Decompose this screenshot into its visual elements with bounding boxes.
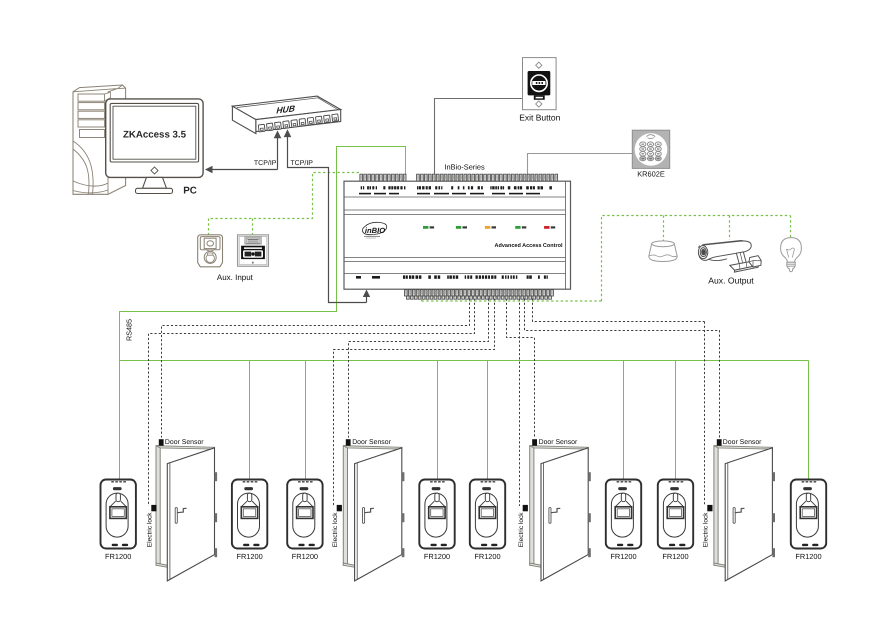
svg-text:InBio-Series: InBio-Series	[444, 163, 485, 172]
svg-text:Advanced Access Control: Advanced Access Control	[495, 243, 563, 249]
svg-text:inBIO: inBIO	[365, 226, 385, 235]
svg-text:Electric lock: Electric lock	[702, 512, 709, 547]
svg-text:Door Sensor: Door Sensor	[723, 439, 762, 446]
svg-text:Door Sensor: Door Sensor	[165, 439, 204, 446]
svg-text:FR1200: FR1200	[292, 552, 318, 561]
svg-text:PC: PC	[183, 186, 197, 197]
svg-text:FR1200: FR1200	[105, 552, 131, 561]
svg-text:Electric lock: Electric lock	[332, 512, 339, 547]
svg-text:RS485: RS485	[125, 319, 134, 341]
svg-text:FR1200: FR1200	[795, 552, 821, 561]
svg-text:Aux. Output: Aux. Output	[708, 276, 754, 286]
svg-text:HUB: HUB	[275, 103, 296, 116]
svg-text:Electric lock: Electric lock	[146, 512, 153, 547]
svg-text:FR1200: FR1200	[424, 552, 450, 561]
svg-text:FR1200: FR1200	[236, 552, 262, 561]
svg-text:KR602E: KR602E	[637, 170, 665, 179]
svg-text:Aux. Input: Aux. Input	[217, 273, 254, 282]
svg-text:Door Sensor: Door Sensor	[352, 439, 391, 446]
svg-text:FR1200: FR1200	[474, 552, 500, 561]
svg-text:TCP/IP: TCP/IP	[254, 159, 277, 167]
svg-text:Electric lock: Electric lock	[518, 512, 525, 547]
svg-text:FR1200: FR1200	[610, 552, 636, 561]
svg-text:TCP/IP: TCP/IP	[290, 159, 313, 167]
svg-text:FR1200: FR1200	[662, 552, 688, 561]
svg-text:Door Sensor: Door Sensor	[539, 439, 578, 446]
svg-text:ZKAccess 3.5: ZKAccess 3.5	[123, 130, 187, 141]
svg-text:Exit Button: Exit Button	[519, 112, 560, 122]
